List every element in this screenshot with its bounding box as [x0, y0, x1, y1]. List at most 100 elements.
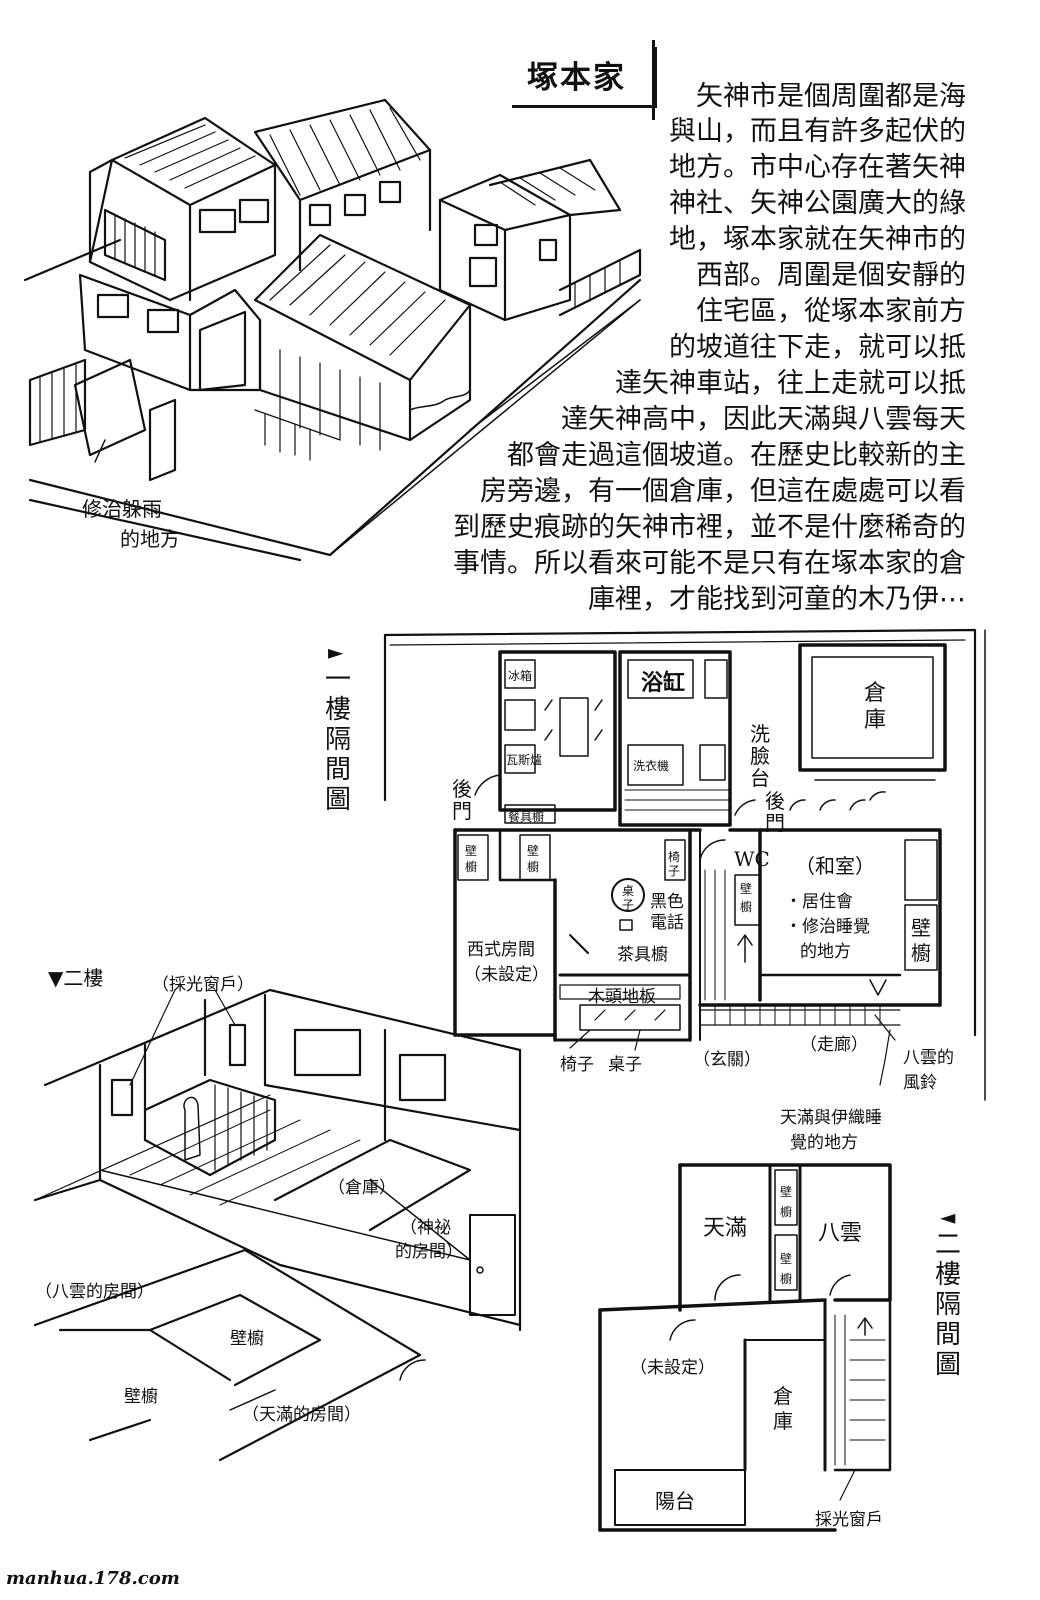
description-line: 與山，而且有許多起伏的	[669, 116, 966, 147]
floor2-closet-1-label-a: 壁	[780, 1185, 793, 1199]
description-line: 地方。市中心存在著矢神	[669, 152, 966, 183]
description-line: 房旁邊，有一個倉庫，但這在處處可以看	[480, 476, 966, 507]
chair-label: 椅子	[560, 1055, 594, 1075]
house-sketch-drawing	[23, 98, 642, 562]
heading-char: 圖	[934, 1350, 961, 1380]
japanese-room-note-2: ・修治睡覺	[785, 917, 870, 937]
washbasin-label-2: 臉	[750, 744, 770, 768]
wc-label: WC	[734, 847, 770, 871]
floor2-perspective-heading: ▼二樓	[48, 966, 104, 990]
skylight-perspective-label: （採光窗戶）	[152, 975, 254, 995]
backdoor-right-label-2: 門	[765, 811, 785, 835]
floor2-storage-label-1: 倉	[773, 1384, 793, 1408]
heading-char: 圖	[324, 785, 351, 815]
backdoor-left-label-1: 後	[452, 777, 472, 801]
shelter-label-line1: 修治躲雨	[82, 497, 162, 521]
floor1-marker-icon: ►	[328, 640, 344, 664]
description-line: 的坡道往下走，就可以抵	[669, 332, 966, 363]
closet-perspective-label-a: 壁櫥	[230, 1329, 264, 1349]
table-label-1: 桌	[622, 884, 635, 898]
closet-1-label-b: 櫥	[465, 860, 478, 874]
description-line: 庫裡，才能找到河童的木乃伊⋯	[588, 584, 966, 615]
storehouse-label-1: 倉	[864, 681, 887, 706]
washbasin-label-1: 洗	[750, 722, 770, 746]
wood-floor-label: 木頭地板	[588, 987, 656, 1007]
entrance-label: （玄關）	[693, 1050, 761, 1070]
storehouse-label-2: 庫	[864, 708, 887, 733]
tenma-room-label: （天滿的房間）	[242, 1405, 361, 1425]
closet-1-label-a: 壁	[465, 844, 478, 858]
floor1-heading: 一樓隔間圖	[323, 665, 353, 815]
description-line: 到歷史痕跡的矢神市裡，並不是什麼稀奇的	[453, 512, 966, 543]
floor2-closet-1-label-b: 櫥	[780, 1205, 793, 1219]
description-line: 神社、矢神公園廣大的綠	[669, 188, 966, 219]
floor2-perspective-drawing	[33, 988, 522, 1462]
western-room-label-1: 西式房間	[467, 940, 535, 960]
yakumo-label: 八雲	[818, 1221, 863, 1246]
backdoor-left-label-2: 門	[452, 799, 472, 823]
heading-char: 二	[934, 1230, 961, 1260]
washer-label: 洗衣機	[633, 759, 670, 773]
tenma-label: 天滿	[703, 1216, 748, 1241]
description-line: 達矢神高中，因此天滿與八雲每天	[561, 404, 966, 435]
description-line: 西部。周圍是個安靜的	[696, 260, 966, 291]
backdoor-right-label-1: 後	[765, 789, 785, 813]
heading-char: 樓	[324, 695, 351, 725]
heading-char: 隔	[324, 725, 351, 755]
heading-char: 一	[324, 665, 351, 695]
floor2-storage-label-2: 庫	[773, 1409, 793, 1433]
secret-room-label-2: 的房間）	[395, 1242, 463, 1262]
balcony-label: 陽台	[655, 1489, 695, 1513]
watermark: manhua.178.com	[6, 1568, 180, 1589]
western-room-label-2: （未設定）	[464, 965, 549, 985]
tea-cabinet-label: 茶具櫥	[617, 945, 668, 965]
black-phone-label-1: 黑色	[650, 892, 684, 912]
shelter-label-line2: 的地方	[120, 527, 180, 551]
chair-small-label-2: 子	[668, 864, 681, 878]
description-line: 都會走過這個坡道。在歷史比較新的主	[507, 440, 966, 471]
japanese-room-note-1: ・居住會	[785, 892, 853, 912]
fridge-label: 冰箱	[508, 669, 533, 683]
stove-label: 瓦斯爐	[506, 753, 543, 767]
closet-2-label-a: 壁	[527, 844, 540, 858]
black-phone-label-2: 電話	[650, 913, 684, 933]
table-label-2: 子	[622, 898, 635, 912]
description-line: 地，塚本家就在矢神市的	[669, 224, 966, 255]
sleep-area-label-1: 天滿與伊織睡	[780, 1108, 882, 1128]
description-line: 事情。所以看來可能不是只有在塚本家的倉	[453, 548, 966, 579]
heading-char: 樓	[934, 1260, 961, 1290]
floor2-skylight-label: 採光窗戶	[815, 1510, 883, 1530]
closet-3-label-a: 壁	[740, 882, 753, 896]
heading-char: 間	[324, 755, 351, 785]
floor1-plan-drawing	[383, 628, 977, 1086]
page-title: 塚本家	[527, 60, 626, 96]
yakumo-room-label: （八雲的房間）	[35, 1282, 154, 1302]
washbasin-label-3: 台	[750, 766, 770, 790]
storage-perspective-label: （倉庫）	[328, 1178, 396, 1198]
windbell-label-2: 風鈴	[903, 1073, 937, 1093]
closet-2-label-b: 櫥	[527, 860, 540, 874]
japanese-room-label: （和室）	[795, 854, 875, 878]
windbell-label-1: 八雲的	[903, 1048, 954, 1068]
floor2-heading: 二樓隔間圖	[933, 1230, 963, 1380]
table-label: 桌子	[608, 1055, 642, 1075]
chair-small-label-1: 椅	[668, 850, 681, 864]
title-frame	[512, 47, 657, 108]
secret-room-label-1: （神祕	[400, 1218, 451, 1238]
floor2-closet-2-label-a: 壁	[780, 1252, 793, 1266]
closet-4-label-a: 壁	[911, 916, 931, 940]
bathtub-label: 浴缸	[641, 670, 686, 696]
japanese-room-note-3: 的地方	[800, 942, 851, 962]
description-line: 住宅區，從塚本家前方	[696, 296, 966, 327]
closet-3-label-b: 櫥	[740, 900, 753, 914]
floor2-plan-drawing	[598, 1163, 892, 1532]
tableware-cabinet-label: 餐具櫥	[508, 810, 545, 824]
heading-char: 間	[934, 1320, 961, 1350]
corridor-label: （走廊）	[800, 1035, 868, 1055]
floor2-marker-icon: ◄	[940, 1205, 956, 1229]
closet-4-label-b: 櫥	[911, 941, 931, 965]
description-line: 矢神市是個周圍都是海	[696, 81, 966, 112]
floor2-closet-2-label-b: 櫥	[780, 1272, 793, 1286]
floor2-unset-label: （未設定）	[630, 1358, 715, 1378]
